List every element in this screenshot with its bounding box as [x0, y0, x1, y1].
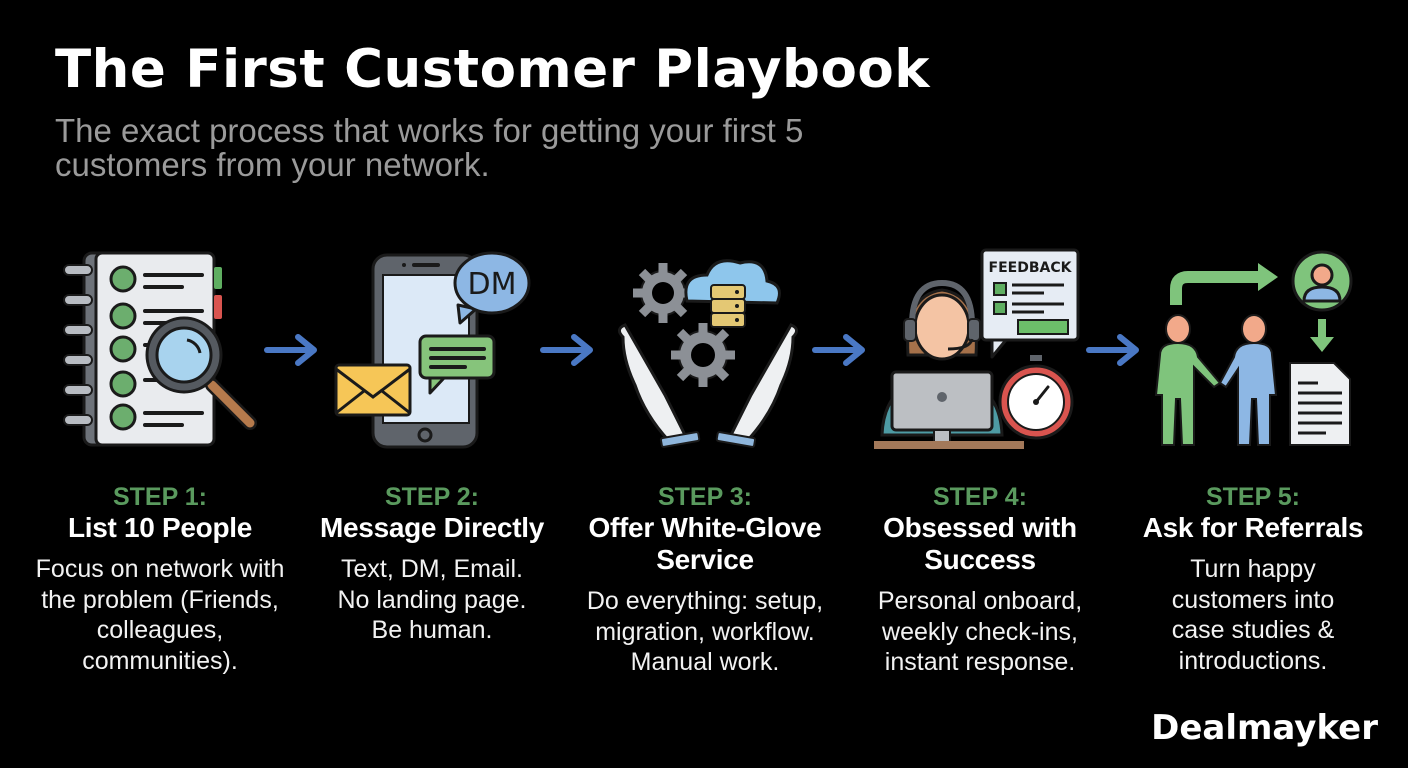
- step-label: STEP 5:: [1205, 483, 1301, 511]
- phone-messages-icon: DM: [330, 245, 540, 455]
- arrow-right-icon: [812, 334, 865, 366]
- brand-logo: Dealmayker: [1151, 708, 1378, 748]
- step-description: Personal onboard, weekly check-ins, inst…: [877, 587, 1083, 676]
- page-subtitle: The exact process that works for getting…: [55, 112, 804, 183]
- step-3: STEP 3: Offer White-Glove Service Do eve…: [565, 482, 845, 678]
- arrow-right-icon: [264, 334, 317, 366]
- step-description: Do everything: setup, migration, workflo…: [586, 587, 824, 676]
- step-title: Message Directly: [320, 512, 544, 543]
- hands-gears-cloud-icon: [605, 245, 815, 455]
- step-description: Focus on network with the problem (Frien…: [35, 555, 285, 675]
- step-title: List 10 People: [67, 512, 253, 543]
- step-2: STEP 2: Message Directly Text, DM, Email…: [292, 482, 572, 646]
- support-agent-feedback-icon: FEEDBACK: [872, 245, 1087, 455]
- step-5: STEP 5: Ask for Referrals Turn happy cus…: [1113, 482, 1393, 676]
- step-label: STEP 4:: [932, 483, 1028, 511]
- step-description: Turn happy customers into case studies &…: [1171, 555, 1335, 675]
- svg-text:FEEDBACK: FEEDBACK: [989, 260, 1073, 276]
- step-4: STEP 4: Obsessed with Success Personal o…: [840, 482, 1120, 678]
- contact-list-magnifier-icon: [62, 245, 262, 455]
- svg-text:DM: DM: [468, 267, 517, 302]
- arrow-right-icon: [1086, 334, 1139, 366]
- page-title: The First Customer Playbook: [55, 39, 931, 100]
- step-label: STEP 1:: [112, 483, 208, 511]
- step-title: Obsessed with Success: [883, 512, 1077, 575]
- step-title: Offer White-Glove Service: [588, 512, 822, 575]
- step-title: Ask for Referrals: [1142, 512, 1364, 543]
- step-label: STEP 2:: [384, 483, 480, 511]
- arrow-right-icon: [540, 334, 593, 366]
- handshake-referral-icon: [1150, 245, 1360, 455]
- step-label: STEP 3:: [657, 483, 753, 511]
- step-1: STEP 1: List 10 People Focus on network …: [20, 482, 300, 676]
- step-description: Text, DM, Email. No landing page. Be hum…: [337, 555, 527, 644]
